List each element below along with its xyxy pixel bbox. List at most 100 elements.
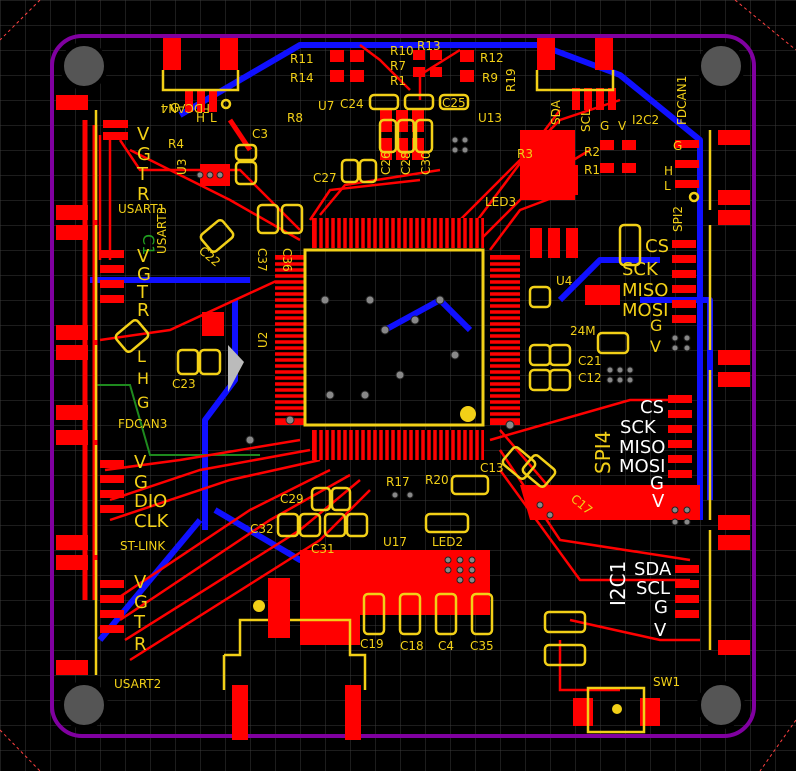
i2c1-label: I2C1 <box>606 561 630 606</box>
designator-c13: C13 <box>480 461 504 475</box>
fdcan1-label: FDCAN1 <box>675 76 689 125</box>
designator-c23: C23 <box>172 377 196 391</box>
usart2-pin-v: V <box>134 572 147 593</box>
designator-r2: R2 <box>584 145 600 159</box>
designator-led2: LED2 <box>432 535 463 549</box>
designator-c28: C28 <box>399 151 413 175</box>
designator-u3: U3 <box>175 159 189 175</box>
designator-c4: C4 <box>438 639 454 653</box>
usart1-pin-g: G <box>137 144 151 165</box>
mcu-vias <box>320 295 460 400</box>
fdcan3-pin-h: H <box>137 369 149 388</box>
designator-r13: R13 <box>417 39 441 53</box>
i2c2-pin-sda: SDA <box>549 99 563 125</box>
fdcan3-pin-l: L <box>137 347 146 366</box>
designator-c27: C27 <box>313 171 337 185</box>
spi4-pin-cs: CS <box>640 397 664 418</box>
designator-u17: U17 <box>383 535 407 549</box>
fdcan4-pin-g: G <box>170 101 179 115</box>
designator-c3: C3 <box>252 127 268 141</box>
usart3-pin-g: G <box>137 264 151 285</box>
fdcan4-pin-l: L <box>210 111 217 125</box>
usart1-label: USART1 <box>118 202 165 216</box>
designator-r17: R17 <box>386 475 410 489</box>
designator-c12: C12 <box>578 371 602 385</box>
designator-led3: LED3 <box>485 195 516 209</box>
designator-u4: U4 <box>556 274 572 288</box>
i2c2-pin-g: G <box>600 119 609 133</box>
stlink-pin-dio: DIO <box>134 491 167 512</box>
fdcan1-pin-g: G <box>673 139 682 153</box>
usart1-pin-t: T <box>136 164 149 185</box>
designator-c21: C21 <box>578 354 602 368</box>
designator-r14: R14 <box>290 71 314 85</box>
vias <box>196 136 691 584</box>
spi2-pin-cs: CS <box>645 236 669 257</box>
connector-labels: FDCAN4 G H L V G T R USART1 V G T R USAR… <box>114 76 689 691</box>
component-designators: R11 R14 R10 R13 R7 R1 R12 R9 R19 R8 U7 C… <box>139 39 680 689</box>
spi2-pin-v: V <box>650 337 661 356</box>
designator-r10: R10 <box>390 44 414 58</box>
i2c2-pin-v: V <box>618 119 627 133</box>
usart3-pin-r: R <box>137 300 150 321</box>
designator-r4: R4 <box>168 137 184 151</box>
usart2-pin-g: G <box>134 592 148 613</box>
designator-c35: C35 <box>470 639 494 653</box>
designator-c30: C30 <box>419 151 433 175</box>
designator-c29: C29 <box>280 492 304 506</box>
designator-r7: R7 <box>390 59 406 73</box>
designator-24m: 24M <box>570 324 596 338</box>
designator-sw1: SW1 <box>653 675 680 689</box>
fdcan1-pin-l: L <box>664 179 671 193</box>
footprints <box>56 38 750 740</box>
spi4-pin-v: V <box>652 491 665 512</box>
designator-r8: R8 <box>287 111 303 125</box>
stlink-pin-v: V <box>134 452 147 473</box>
designator-r1-top: R1 <box>390 74 406 88</box>
spi2-label: SPI2 <box>671 206 685 232</box>
stlink-label: ST-LINK <box>120 539 166 553</box>
spi2-pin-mosi: MOSI <box>622 300 668 321</box>
spi4-pin-mosi: MOSI <box>619 456 665 477</box>
usart1-pin-r: R <box>137 184 150 205</box>
spi4-pin-g: G <box>650 473 664 494</box>
designator-c37: C37 <box>255 248 269 272</box>
fdcan1-pin-h: H <box>664 164 673 178</box>
spi2-pin-sck: SCK <box>622 259 659 280</box>
i2c1-pin-sda: SDA <box>634 559 672 580</box>
designator-r19: R19 <box>504 68 518 92</box>
board-outline <box>50 34 756 738</box>
i2c1-pin-scl: SCL <box>636 578 670 599</box>
i2c1-pin-g: G <box>654 597 668 618</box>
designator-r3: R3 <box>517 147 533 161</box>
i2c1-pin-v: V <box>654 620 667 641</box>
usart2-label: USART2 <box>114 677 161 691</box>
designator-u7: U7 <box>318 99 334 113</box>
designator-r9: R9 <box>482 71 498 85</box>
designator-c18: C18 <box>400 639 424 653</box>
spi2-pin-miso: MISO <box>622 280 668 301</box>
mcu-chip[interactable] <box>275 218 520 460</box>
i2c2-pin-scl: SCL <box>579 109 593 132</box>
designator-r1: R1 <box>584 163 600 177</box>
stlink-pin-clk: CLK <box>134 511 170 532</box>
designator-c19: C19 <box>360 637 384 651</box>
usart2-pin-r: R <box>134 634 147 655</box>
i2c2-label: I2C2 <box>632 113 659 127</box>
designator-c26: C26 <box>379 151 393 175</box>
fdcan3-label: FDCAN3 <box>118 417 167 431</box>
designator-c31: C31 <box>311 542 335 556</box>
mounting-holes <box>60 42 745 729</box>
fdcan3-pin-g: G <box>137 393 149 412</box>
spi4-pin-miso: MISO <box>619 437 665 458</box>
designator-c24: C24 <box>340 97 364 111</box>
usart1-pin-v: V <box>137 124 150 145</box>
designator-r20: R20 <box>425 473 449 487</box>
designator-c1: C1 <box>139 234 158 255</box>
spi4-pin-sck: SCK <box>620 417 657 438</box>
usart3-label: USART3 <box>155 207 169 254</box>
designator-u13: U13 <box>478 111 502 125</box>
designator-r11: R11 <box>290 52 314 66</box>
